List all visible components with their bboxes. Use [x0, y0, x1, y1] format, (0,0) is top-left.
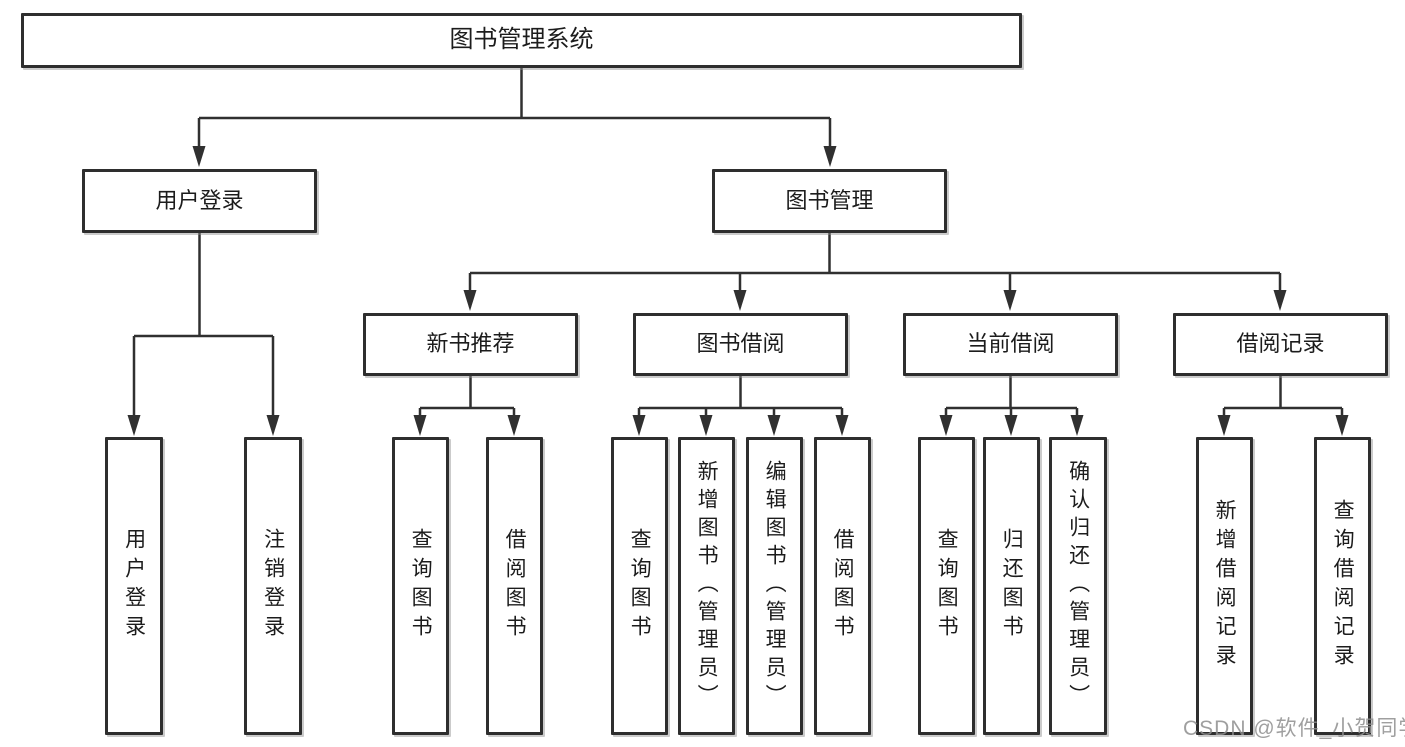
- csdn-watermark: CSDN @软件_小贺同学: [1183, 717, 1405, 740]
- leaf-query-books-borrow: 查询图书: [611, 437, 668, 735]
- node-new-book-recommend: 新书推荐: [363, 313, 578, 376]
- node-label: 查询图书: [409, 528, 433, 644]
- tree-edges: [132, 68, 1344, 418]
- node-label: 编辑图书（管理员）: [763, 460, 787, 712]
- node-book-management: 图书管理: [712, 169, 947, 233]
- node-current-borrowing: 当前借阅: [903, 313, 1118, 376]
- node-label: 新增图书（管理员）: [695, 460, 719, 712]
- arrowheads: [127, 146, 1349, 436]
- node-label: 归还图书: [1000, 528, 1024, 644]
- node-label: 新增借阅记录: [1213, 499, 1237, 673]
- node-label: 借阅图书: [831, 528, 855, 644]
- leaf-add-books-admin: 新增图书（管理员）: [678, 437, 735, 735]
- leaf-borrow-books-recommend: 借阅图书: [486, 437, 543, 735]
- node-label: 当前借阅: [966, 331, 1055, 357]
- node-label: 查询图书: [628, 528, 652, 644]
- leaf-edit-books-admin: 编辑图书（管理员）: [746, 437, 803, 735]
- leaf-return-books: 归还图书: [983, 437, 1040, 735]
- leaf-confirm-return-admin: 确认归还（管理员）: [1049, 437, 1107, 735]
- leaf-user-login: 用户登录: [105, 437, 163, 735]
- node-label: 图书借阅: [696, 331, 785, 357]
- node-label: 图书管理: [785, 187, 874, 213]
- leaf-query-books-recommend: 查询图书: [392, 437, 449, 735]
- node-label: 新书推荐: [426, 331, 515, 357]
- leaf-add-borrow-record: 新增借阅记录: [1196, 437, 1253, 735]
- leaf-logout: 注销登录: [244, 437, 302, 735]
- node-user-login: 用户登录: [82, 169, 317, 233]
- node-label: 确认归还（管理员）: [1066, 460, 1090, 712]
- node-book-borrowing: 图书借阅: [633, 313, 848, 376]
- node-label: 查询图书: [935, 528, 959, 644]
- node-root-system: 图书管理系统: [21, 13, 1022, 68]
- node-label: 借阅图书: [503, 528, 527, 644]
- leaf-query-books-current: 查询图书: [918, 437, 975, 735]
- leaf-query-borrow-record: 查询借阅记录: [1314, 437, 1371, 735]
- leaf-borrow-books: 借阅图书: [814, 437, 871, 735]
- node-label: 借阅记录: [1236, 331, 1325, 357]
- node-label: 用户登录: [155, 187, 244, 213]
- node-label: 注销登录: [261, 528, 285, 644]
- node-borrowing-records: 借阅记录: [1173, 313, 1388, 376]
- node-label: 查询借阅记录: [1331, 499, 1355, 673]
- node-label: 图书管理系统: [449, 26, 594, 54]
- node-label: 用户登录: [122, 528, 146, 644]
